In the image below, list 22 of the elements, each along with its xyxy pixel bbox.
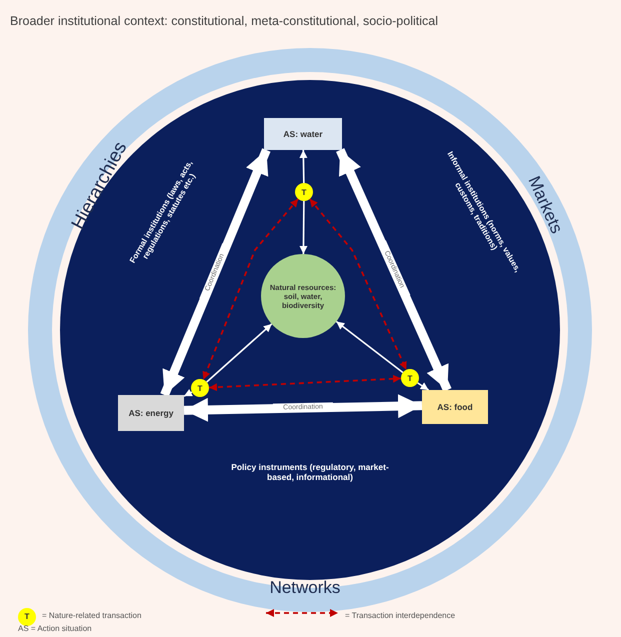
ring-label: Networks: [268, 578, 342, 598]
diagram-title: Broader institutional context: constitutional, meta-constitutional, socio-political: [10, 14, 438, 28]
arrow: [206, 323, 272, 383]
action-situation-box: AS: energy: [118, 395, 184, 431]
action-situation-box: AS: food: [422, 390, 488, 424]
coordination-arrow: [184, 394, 422, 422]
arrow: [299, 150, 308, 184]
interdependence-arrow: [309, 198, 408, 370]
interdependence-arrow: [208, 374, 402, 392]
legend-text: = Nature-related transaction: [42, 611, 142, 620]
policy-label: Policy instruments (regulatory, market-based, informational): [230, 462, 390, 482]
arrow: [299, 201, 308, 254]
interdependence-arrow: [202, 198, 299, 380]
coordination-arrow: [160, 148, 270, 397]
legend-note: AS = Action situation: [18, 624, 93, 633]
arrow: [417, 382, 430, 391]
coordination-arrow: [336, 148, 452, 392]
transaction-legend-marker: T: [18, 608, 36, 626]
arrow: [336, 320, 404, 374]
legend-text: = Transaction interdependence: [345, 611, 456, 620]
action-situation-box: AS: water: [264, 118, 342, 150]
arrow: [184, 388, 193, 397]
